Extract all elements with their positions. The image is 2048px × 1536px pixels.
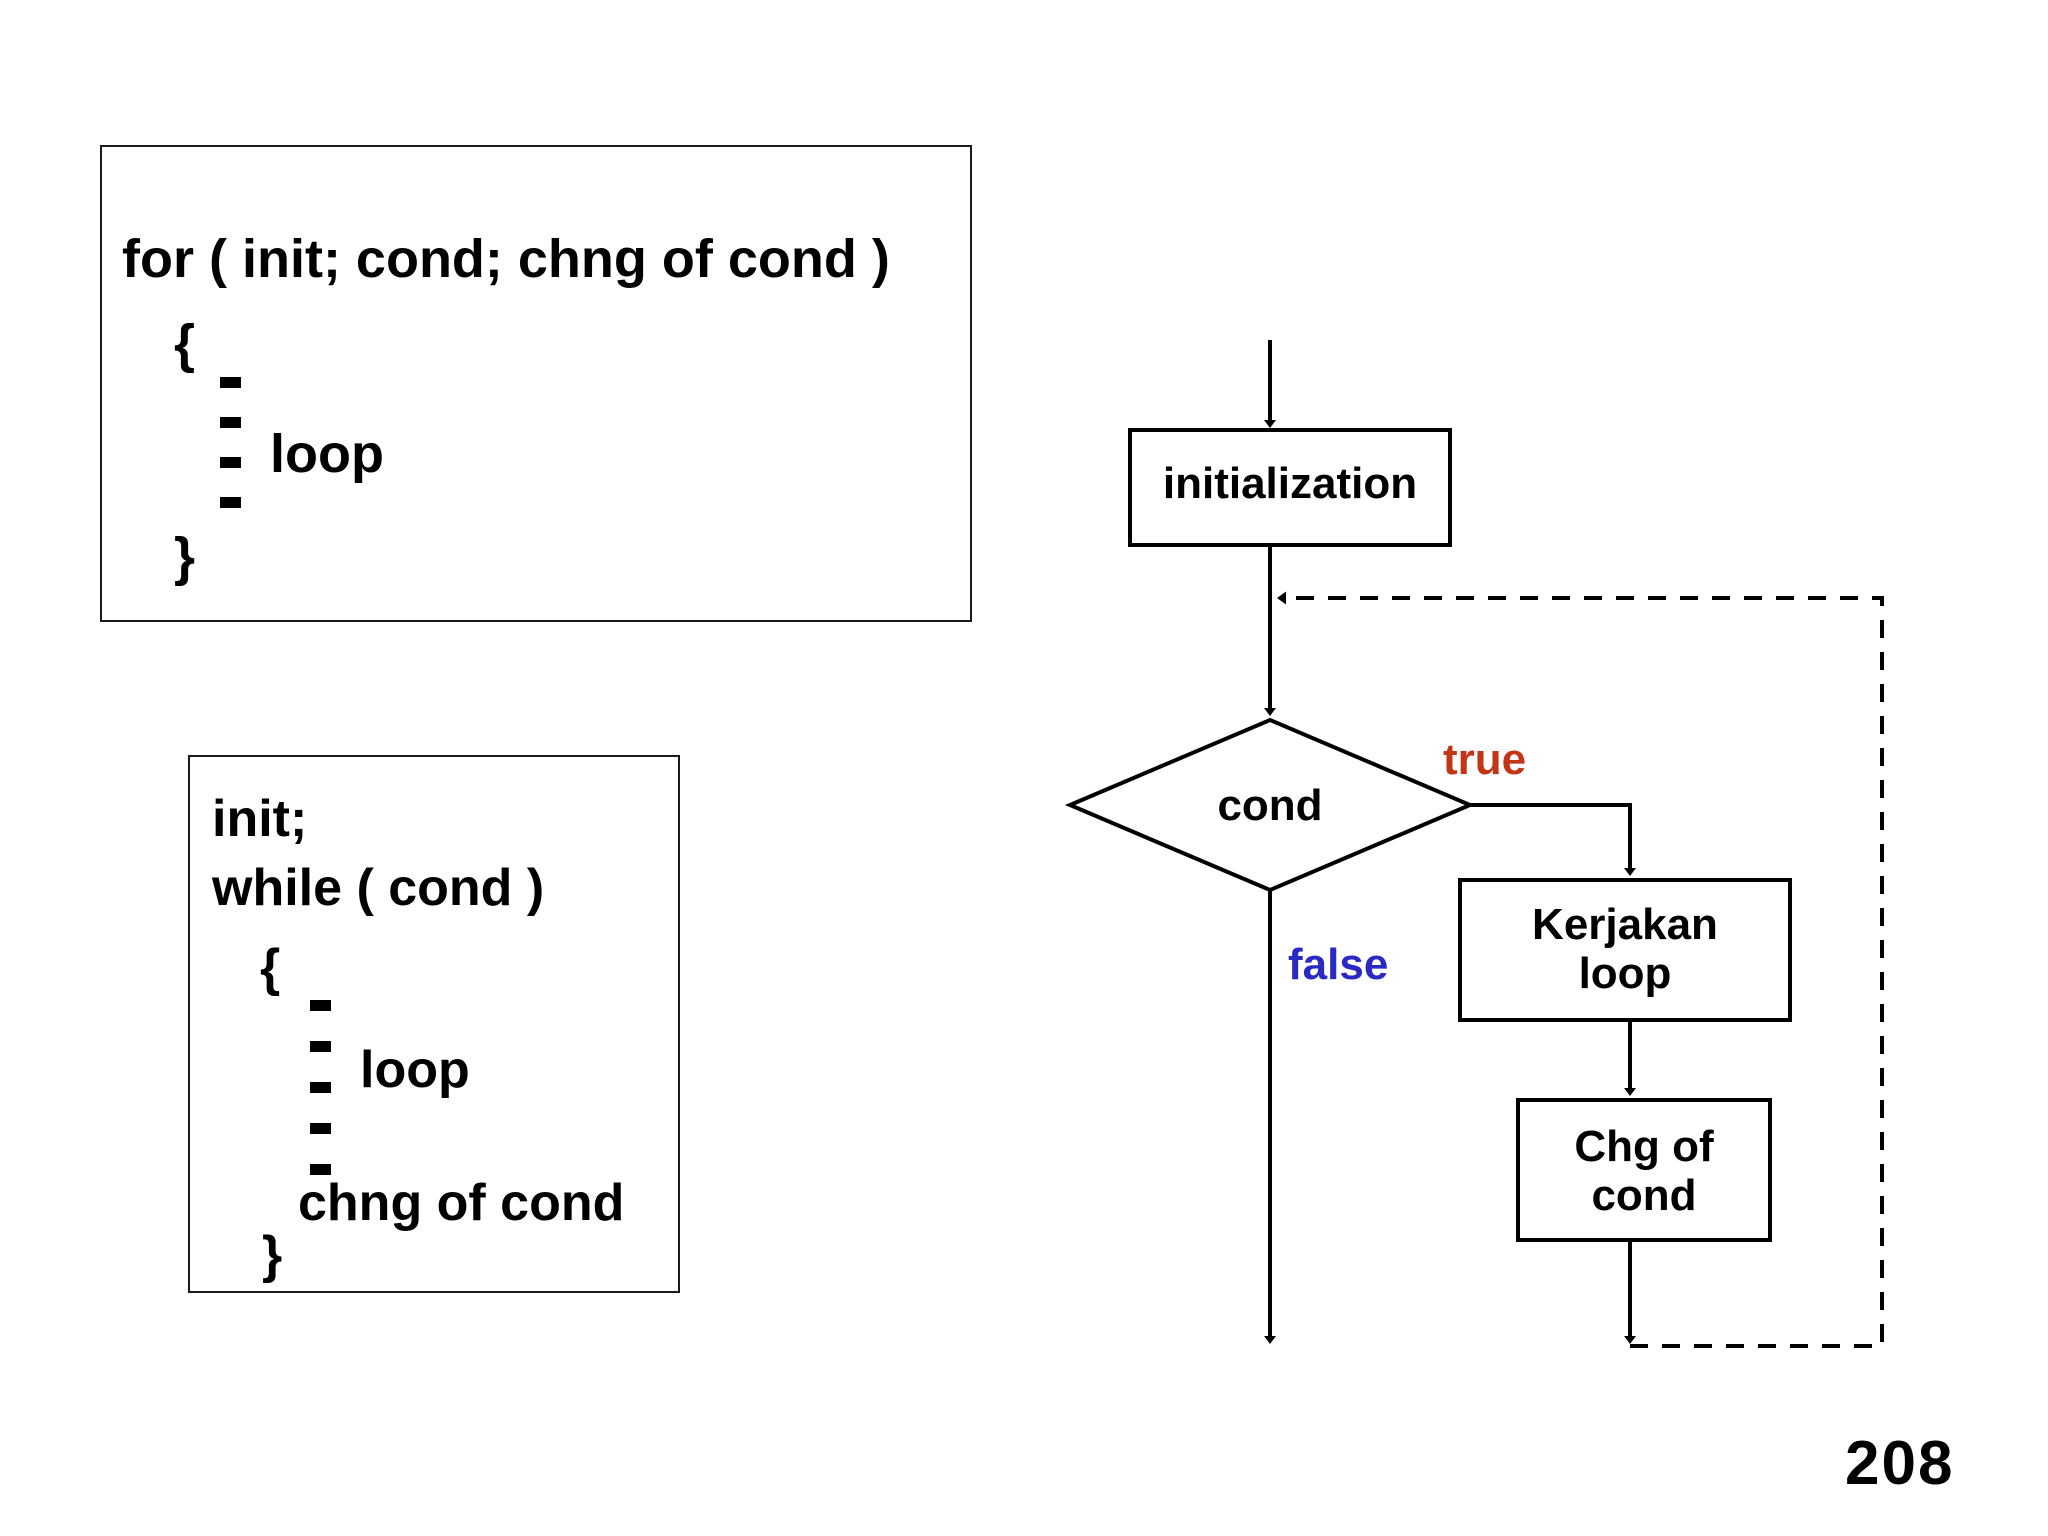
node-condition-label: cond	[1217, 781, 1323, 830]
loop-flowchart	[1064, 340, 1884, 1348]
for-loop-body-label: loop	[270, 424, 384, 484]
ellipsis-dash	[220, 377, 241, 388]
while-loop-body-label: loop	[360, 1041, 470, 1099]
while-loop-close-brace: }	[262, 1226, 283, 1284]
page-number: 208	[1845, 1429, 1955, 1498]
ellipsis-dash	[310, 1000, 331, 1011]
while-loop-init-line: init;	[212, 790, 308, 848]
for-loop-open-brace: {	[174, 314, 196, 374]
while-loop-ellipsis-marks	[310, 1000, 331, 1205]
ellipsis-dash	[220, 497, 241, 508]
node-change-box	[1516, 1098, 1772, 1242]
ellipsis-dash	[220, 417, 241, 428]
ellipsis-dash	[310, 1164, 331, 1175]
edge-label-false: false	[1288, 940, 1389, 989]
edge-return-dashed-to-condition	[1277, 591, 1884, 1348]
while-loop-code-box: init; while ( cond ) { loop chng of cond…	[188, 755, 680, 1293]
while-loop-open-brace: {	[260, 939, 281, 997]
for-loop-ellipsis-marks	[220, 377, 241, 537]
while-loop-header-line: while ( cond )	[212, 859, 545, 917]
edge-condition-true-to-loop	[1470, 803, 1636, 876]
for-loop-header-line: for ( init; cond; chng of cond )	[122, 229, 890, 289]
node-initialization-box	[1128, 428, 1452, 547]
ellipsis-dash	[310, 1041, 331, 1052]
edge-label-true: true	[1443, 735, 1527, 784]
ellipsis-dash	[310, 1082, 331, 1093]
node-initialization-label: initialization	[1162, 459, 1418, 508]
node-loop-body-box	[1458, 878, 1792, 1022]
while-loop-change-line: chng of cond	[298, 1174, 625, 1232]
for-loop-close-brace: }	[174, 527, 196, 587]
ellipsis-dash	[310, 1123, 331, 1134]
for-loop-code-box: for ( init; cond; chng of cond ) { loop …	[100, 145, 972, 622]
ellipsis-dash	[220, 457, 241, 468]
